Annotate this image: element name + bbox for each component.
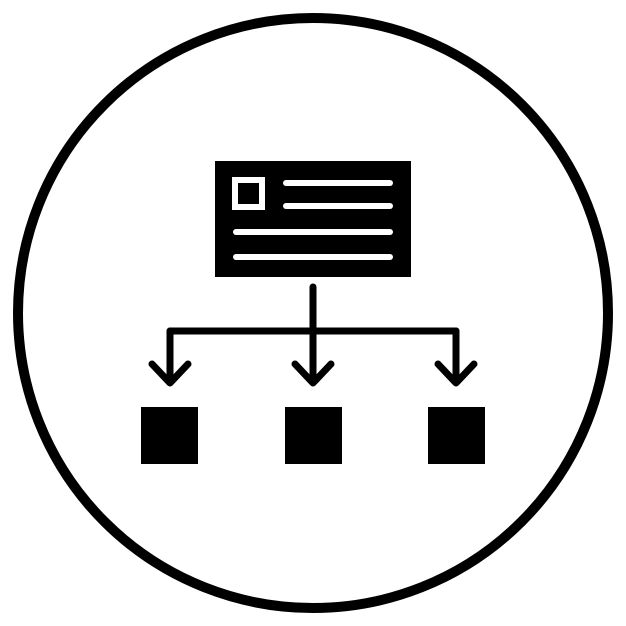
document-thumbnail-icon bbox=[232, 177, 265, 210]
child-node-center bbox=[285, 407, 342, 464]
parent-document-card bbox=[215, 161, 411, 277]
outer-circle-ring bbox=[13, 13, 613, 613]
child-node-right bbox=[428, 407, 485, 464]
arrow-down-icon bbox=[434, 360, 478, 387]
connector-lines bbox=[148, 283, 478, 387]
arrow-down-icon bbox=[148, 360, 192, 387]
arrow-down-icon bbox=[291, 360, 335, 387]
child-node-left bbox=[141, 407, 198, 464]
